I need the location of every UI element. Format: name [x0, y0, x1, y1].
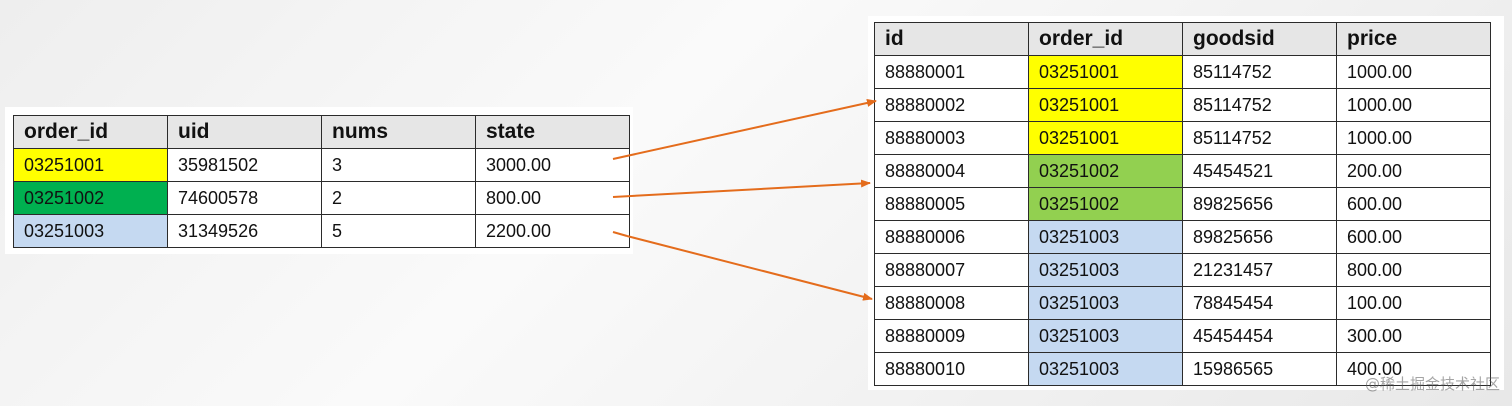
arrow-order-03251003-stub	[612, 231, 628, 237]
price-cell: 1000.00	[1336, 88, 1491, 122]
details-header-row: id order_id goodsid price	[874, 22, 1491, 56]
state-cell: 2200.00	[475, 214, 630, 248]
order-id-cell: 03251003	[13, 214, 168, 248]
header-nums: nums	[321, 115, 476, 149]
order-id-cell: 03251003	[1028, 286, 1183, 320]
table-row: 88880003 03251001 85114752 1000.00	[874, 121, 1491, 155]
table-row: 03251003 31349526 5 2200.00	[13, 214, 630, 248]
price-cell: 1000.00	[1336, 121, 1491, 155]
order-id-cell: 03251003	[1028, 319, 1183, 353]
price-cell: 400.00	[1336, 352, 1491, 386]
id-cell: 88880005	[874, 187, 1029, 221]
nums-cell: 5	[321, 214, 476, 248]
id-cell: 88880003	[874, 121, 1029, 155]
arrow-order-03251001	[612, 99, 877, 160]
price-cell: 100.00	[1336, 286, 1491, 320]
nums-cell: 2	[321, 181, 476, 215]
price-cell: 1000.00	[1336, 55, 1491, 89]
id-cell: 88880002	[874, 88, 1029, 122]
table-row: 88880010 03251003 15986565 400.00	[874, 352, 1491, 386]
header-order-id: order_id	[13, 115, 168, 149]
goodsid-cell: 15986565	[1182, 352, 1337, 386]
order-id-cell: 03251001	[13, 148, 168, 182]
price-cell: 600.00	[1336, 187, 1491, 221]
goodsid-cell: 89825656	[1182, 220, 1337, 254]
order-details-table: id order_id goodsid price 88880001 03251…	[874, 22, 1491, 386]
uid-cell: 31349526	[167, 214, 322, 248]
header-id: id	[874, 22, 1029, 56]
header-state: state	[475, 115, 630, 149]
id-cell: 88880001	[874, 55, 1029, 89]
goodsid-cell: 89825656	[1182, 187, 1337, 221]
id-cell: 88880006	[874, 220, 1029, 254]
order-details-table-panel: id order_id goodsid price 88880001 03251…	[868, 16, 1504, 390]
price-cell: 200.00	[1336, 154, 1491, 188]
orders-table-panel: order_id uid nums state 03251001 3598150…	[5, 107, 633, 254]
orders-table: order_id uid nums state 03251001 3598150…	[13, 115, 630, 248]
order-id-cell: 03251001	[1028, 55, 1183, 89]
header-price: price	[1336, 22, 1491, 56]
id-cell: 88880009	[874, 319, 1029, 353]
goodsid-cell: 45454521	[1182, 154, 1337, 188]
order-id-cell: 03251002	[13, 181, 168, 215]
header-uid: uid	[167, 115, 322, 149]
id-cell: 88880010	[874, 352, 1029, 386]
id-cell: 88880004	[874, 154, 1029, 188]
state-cell: 800.00	[475, 181, 630, 215]
arrow-order-03251003	[626, 235, 873, 301]
header-order-id: order_id	[1028, 22, 1183, 56]
price-cell: 600.00	[1336, 220, 1491, 254]
table-row: 88880002 03251001 85114752 1000.00	[874, 88, 1491, 122]
id-cell: 88880007	[874, 253, 1029, 287]
table-row: 88880007 03251003 21231457 800.00	[874, 253, 1491, 287]
uid-cell: 35981502	[167, 148, 322, 182]
goodsid-cell: 78845454	[1182, 286, 1337, 320]
order-id-cell: 03251001	[1028, 88, 1183, 122]
order-id-cell: 03251003	[1028, 352, 1183, 386]
table-row: 88880008 03251003 78845454 100.00	[874, 286, 1491, 320]
table-row: 88880006 03251003 89825656 600.00	[874, 220, 1491, 254]
nums-cell: 3	[321, 148, 476, 182]
arrow-order-03251002	[612, 179, 871, 198]
order-id-cell: 03251003	[1028, 220, 1183, 254]
order-id-cell: 03251003	[1028, 253, 1183, 287]
watermark: @稀土掘金技术社区	[1364, 375, 1500, 393]
goodsid-cell: 21231457	[1182, 253, 1337, 287]
order-id-cell: 03251001	[1028, 121, 1183, 155]
table-row: 03251001 35981502 3 3000.00	[13, 148, 630, 182]
orders-header-row: order_id uid nums state	[13, 115, 630, 149]
